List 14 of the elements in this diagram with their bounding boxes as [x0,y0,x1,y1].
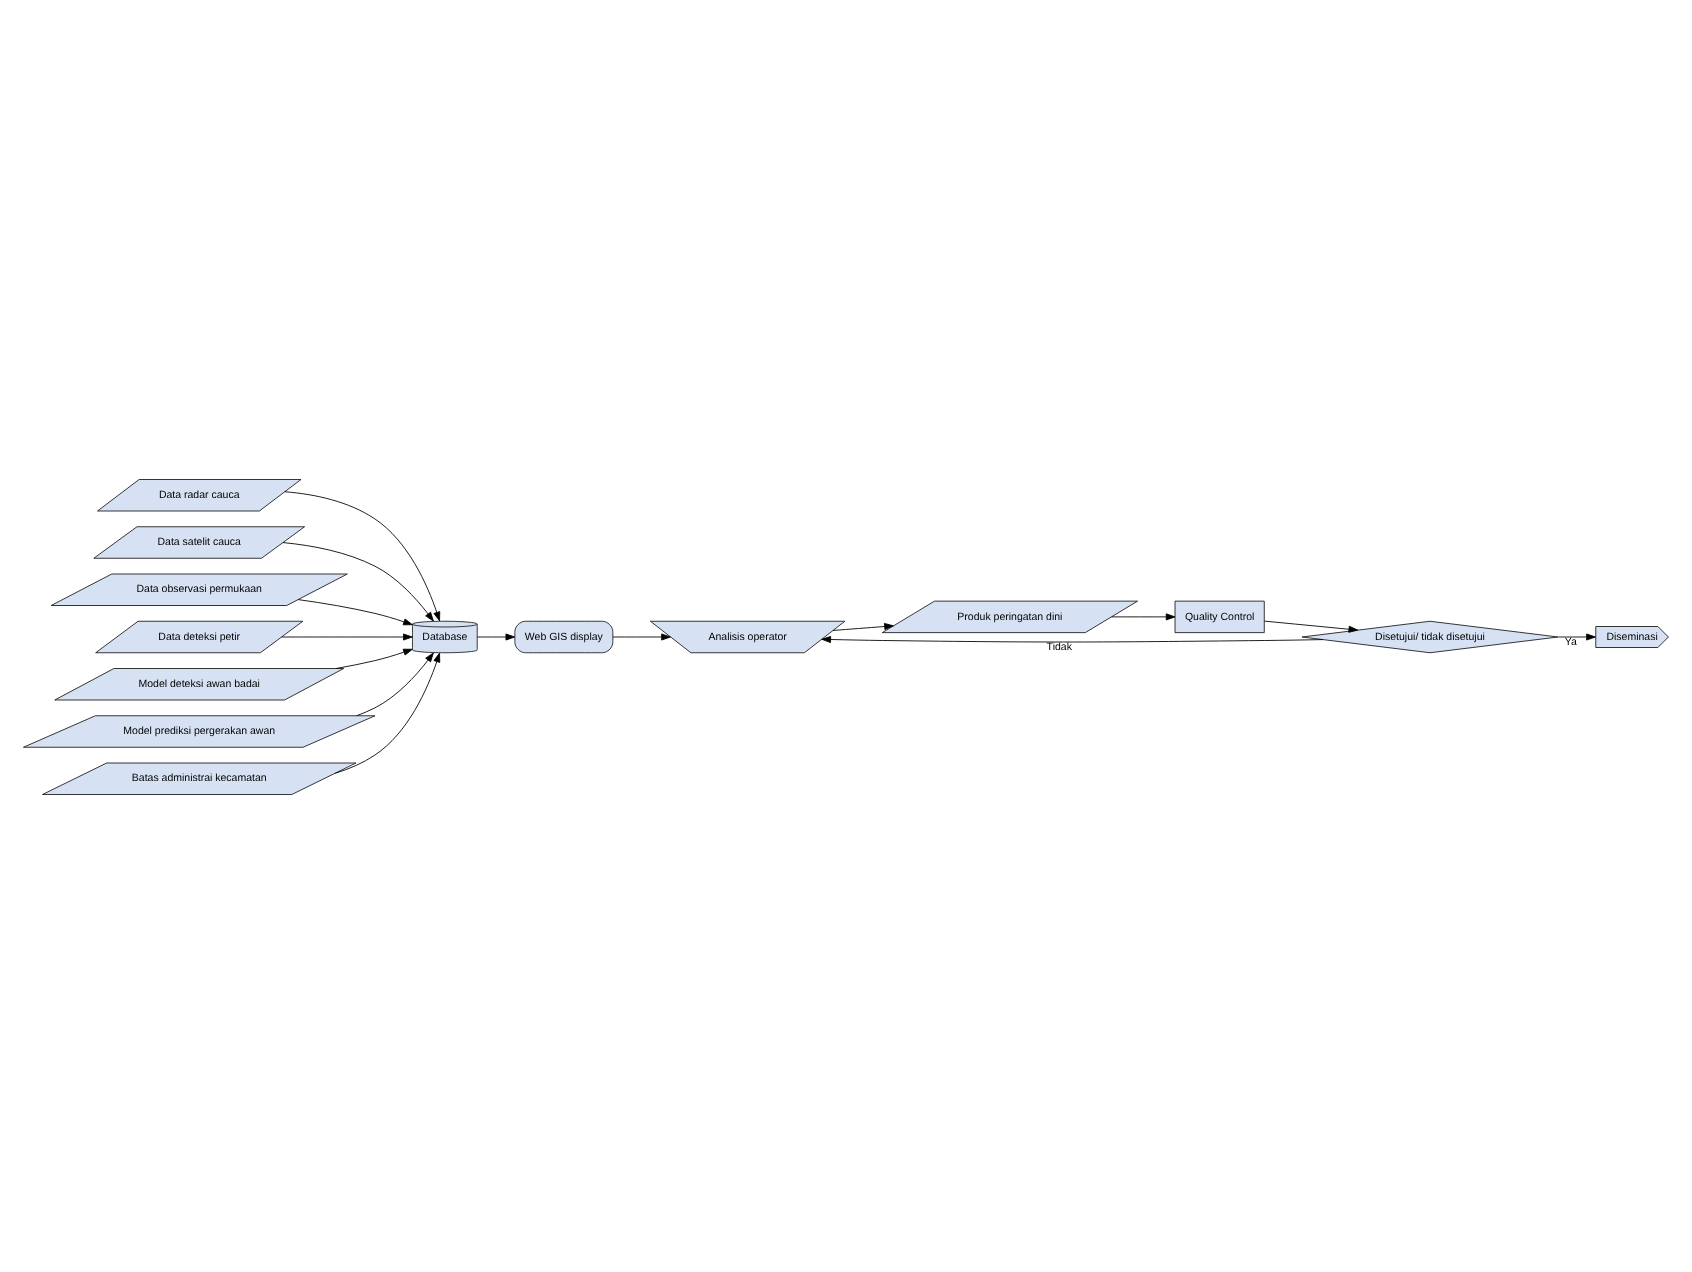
arrow [477,632,516,640]
arrow [282,541,434,621]
arrow [284,490,441,621]
arrow [335,647,413,668]
arrow [612,632,671,640]
arrow [821,634,1324,642]
arrow [334,651,441,773]
arrow [356,651,434,716]
arrow [297,598,413,625]
arrow [1264,619,1359,632]
arrow [832,622,894,630]
arrow [1557,632,1596,640]
arrow [281,632,413,640]
arrow [1111,612,1176,620]
